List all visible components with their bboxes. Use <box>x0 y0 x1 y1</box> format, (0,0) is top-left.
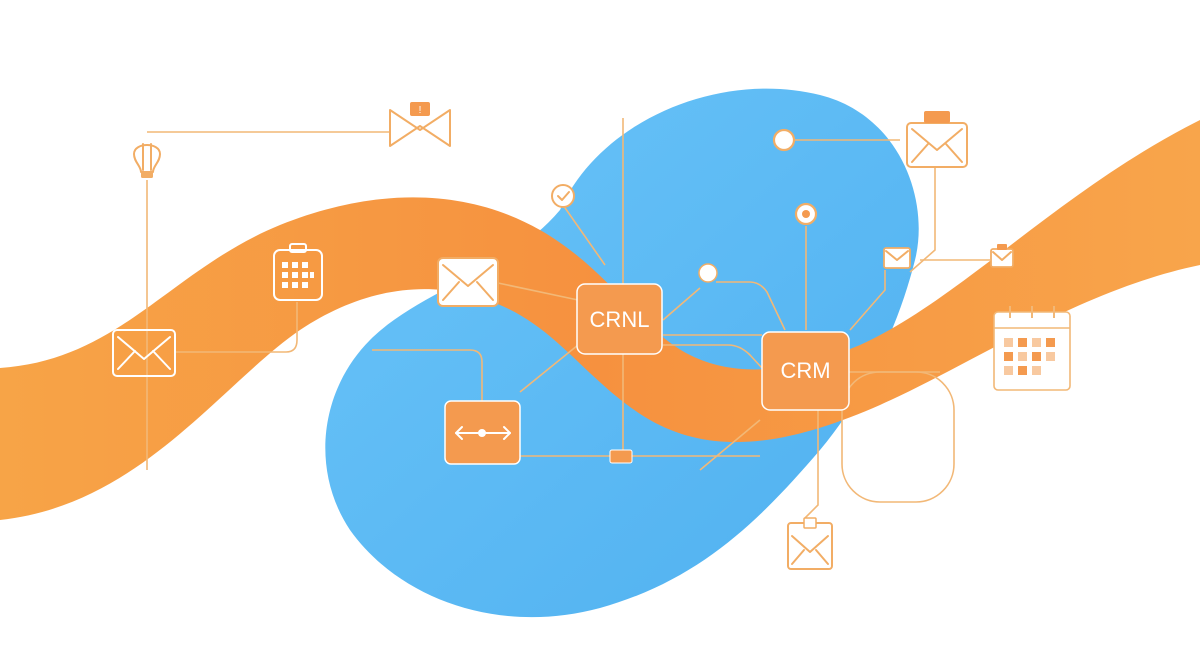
circle-node-icon <box>698 263 718 283</box>
envelope-icon <box>990 244 1014 268</box>
envelope-icon <box>437 257 499 307</box>
calendar-icon <box>993 306 1071 391</box>
crm-node[interactable]: CRM <box>761 331 850 411</box>
pin-node-icon <box>794 202 818 226</box>
envelope-icon: ! <box>389 102 451 147</box>
crm-label: CRM <box>780 358 830 383</box>
crnl-node[interactable]: CRNL <box>576 283 663 355</box>
envelope-icon <box>787 517 833 570</box>
lightbulb-icon <box>133 143 161 178</box>
calendar-icon <box>273 243 323 301</box>
circle-node-icon <box>772 128 796 152</box>
envelope-icon <box>112 329 176 377</box>
envelope-icon <box>883 247 911 269</box>
svg-text:!: ! <box>419 105 422 116</box>
link-arrows-icon <box>455 426 511 440</box>
small-box-icon <box>609 449 633 464</box>
checkmark-icon <box>551 184 575 208</box>
link-arrows-node[interactable] <box>444 400 521 465</box>
crnl-label: CRNL <box>590 307 650 332</box>
envelope-icon <box>906 111 968 168</box>
